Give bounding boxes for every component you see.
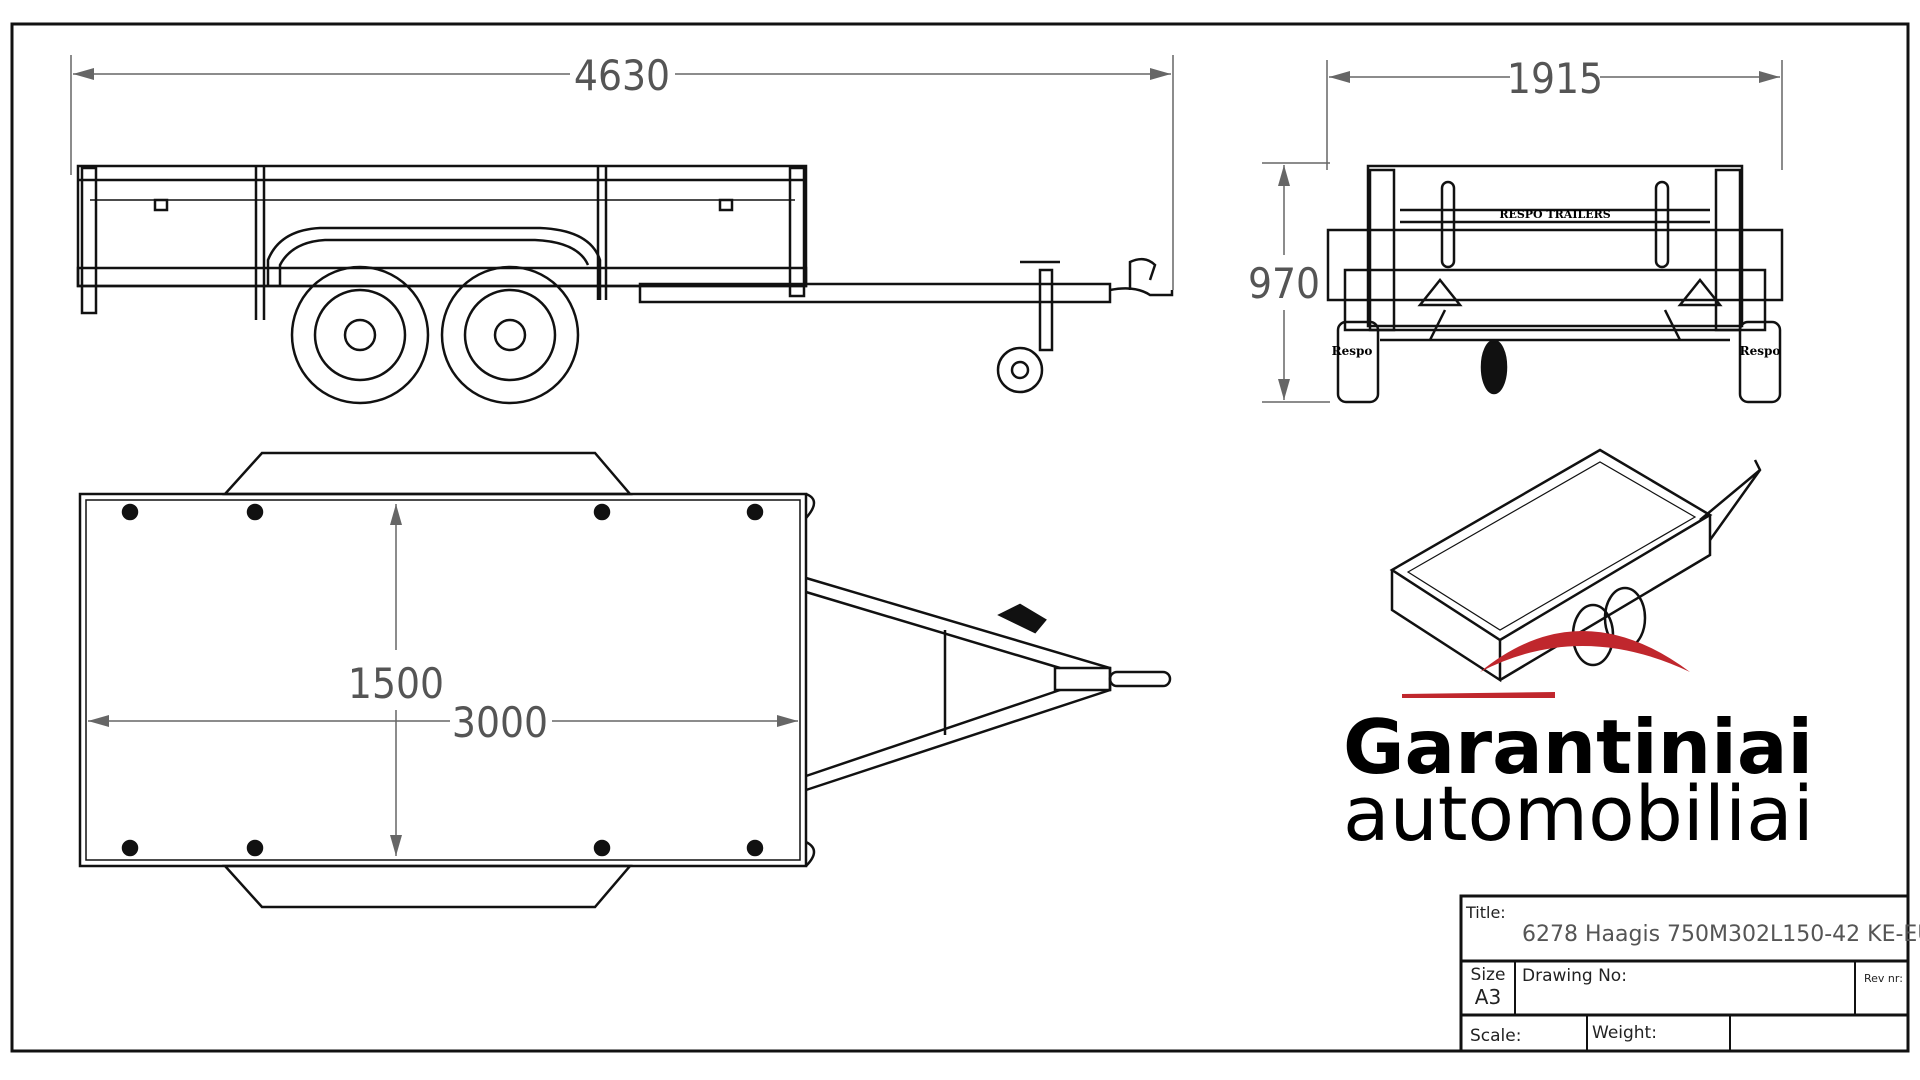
dimension-overall-length bbox=[70, 55, 1174, 290]
dimension-label-width: 1915 bbox=[1507, 54, 1603, 103]
dimension-label-height: 970 bbox=[1248, 259, 1320, 308]
size-label: Size bbox=[1471, 965, 1506, 985]
size-value: A3 bbox=[1475, 985, 1501, 1009]
logo-swoosh bbox=[1480, 631, 1690, 672]
dimension-label-box-width: 1500 bbox=[348, 659, 444, 708]
dimension-label-length: 4630 bbox=[574, 51, 670, 100]
dimension-overall-width bbox=[1262, 60, 1783, 403]
company-logo: Garantiniai automobiliai bbox=[1343, 631, 1814, 858]
rear-brand-left: Respo bbox=[1332, 344, 1373, 358]
scale-label: Scale: bbox=[1470, 1026, 1521, 1046]
drawing-border bbox=[10, 22, 1910, 1053]
logo-line1: Garantiniai bbox=[1343, 703, 1813, 791]
top-view bbox=[78, 451, 1172, 909]
drawing-no-label: Drawing No: bbox=[1522, 966, 1627, 986]
weight-label: Weight: bbox=[1592, 1023, 1657, 1043]
rev-label: Rev nr: bbox=[1864, 972, 1903, 985]
rear-brand-right: Respo bbox=[1740, 344, 1781, 358]
rear-view bbox=[1326, 164, 1784, 404]
side-view bbox=[76, 164, 1174, 405]
dimension-box bbox=[88, 504, 798, 856]
dimension-label-box-length: 3000 bbox=[452, 698, 548, 747]
title-block bbox=[1459, 894, 1910, 1053]
rear-brand-center: RESPO TRAILERS bbox=[1499, 208, 1610, 221]
logo-line2: automobiliai bbox=[1343, 769, 1814, 858]
title-value: 6278 Haagis 750M302L150-42 KE-EU1-TI bbox=[1522, 922, 1920, 947]
title-label: Title: bbox=[1465, 903, 1506, 922]
